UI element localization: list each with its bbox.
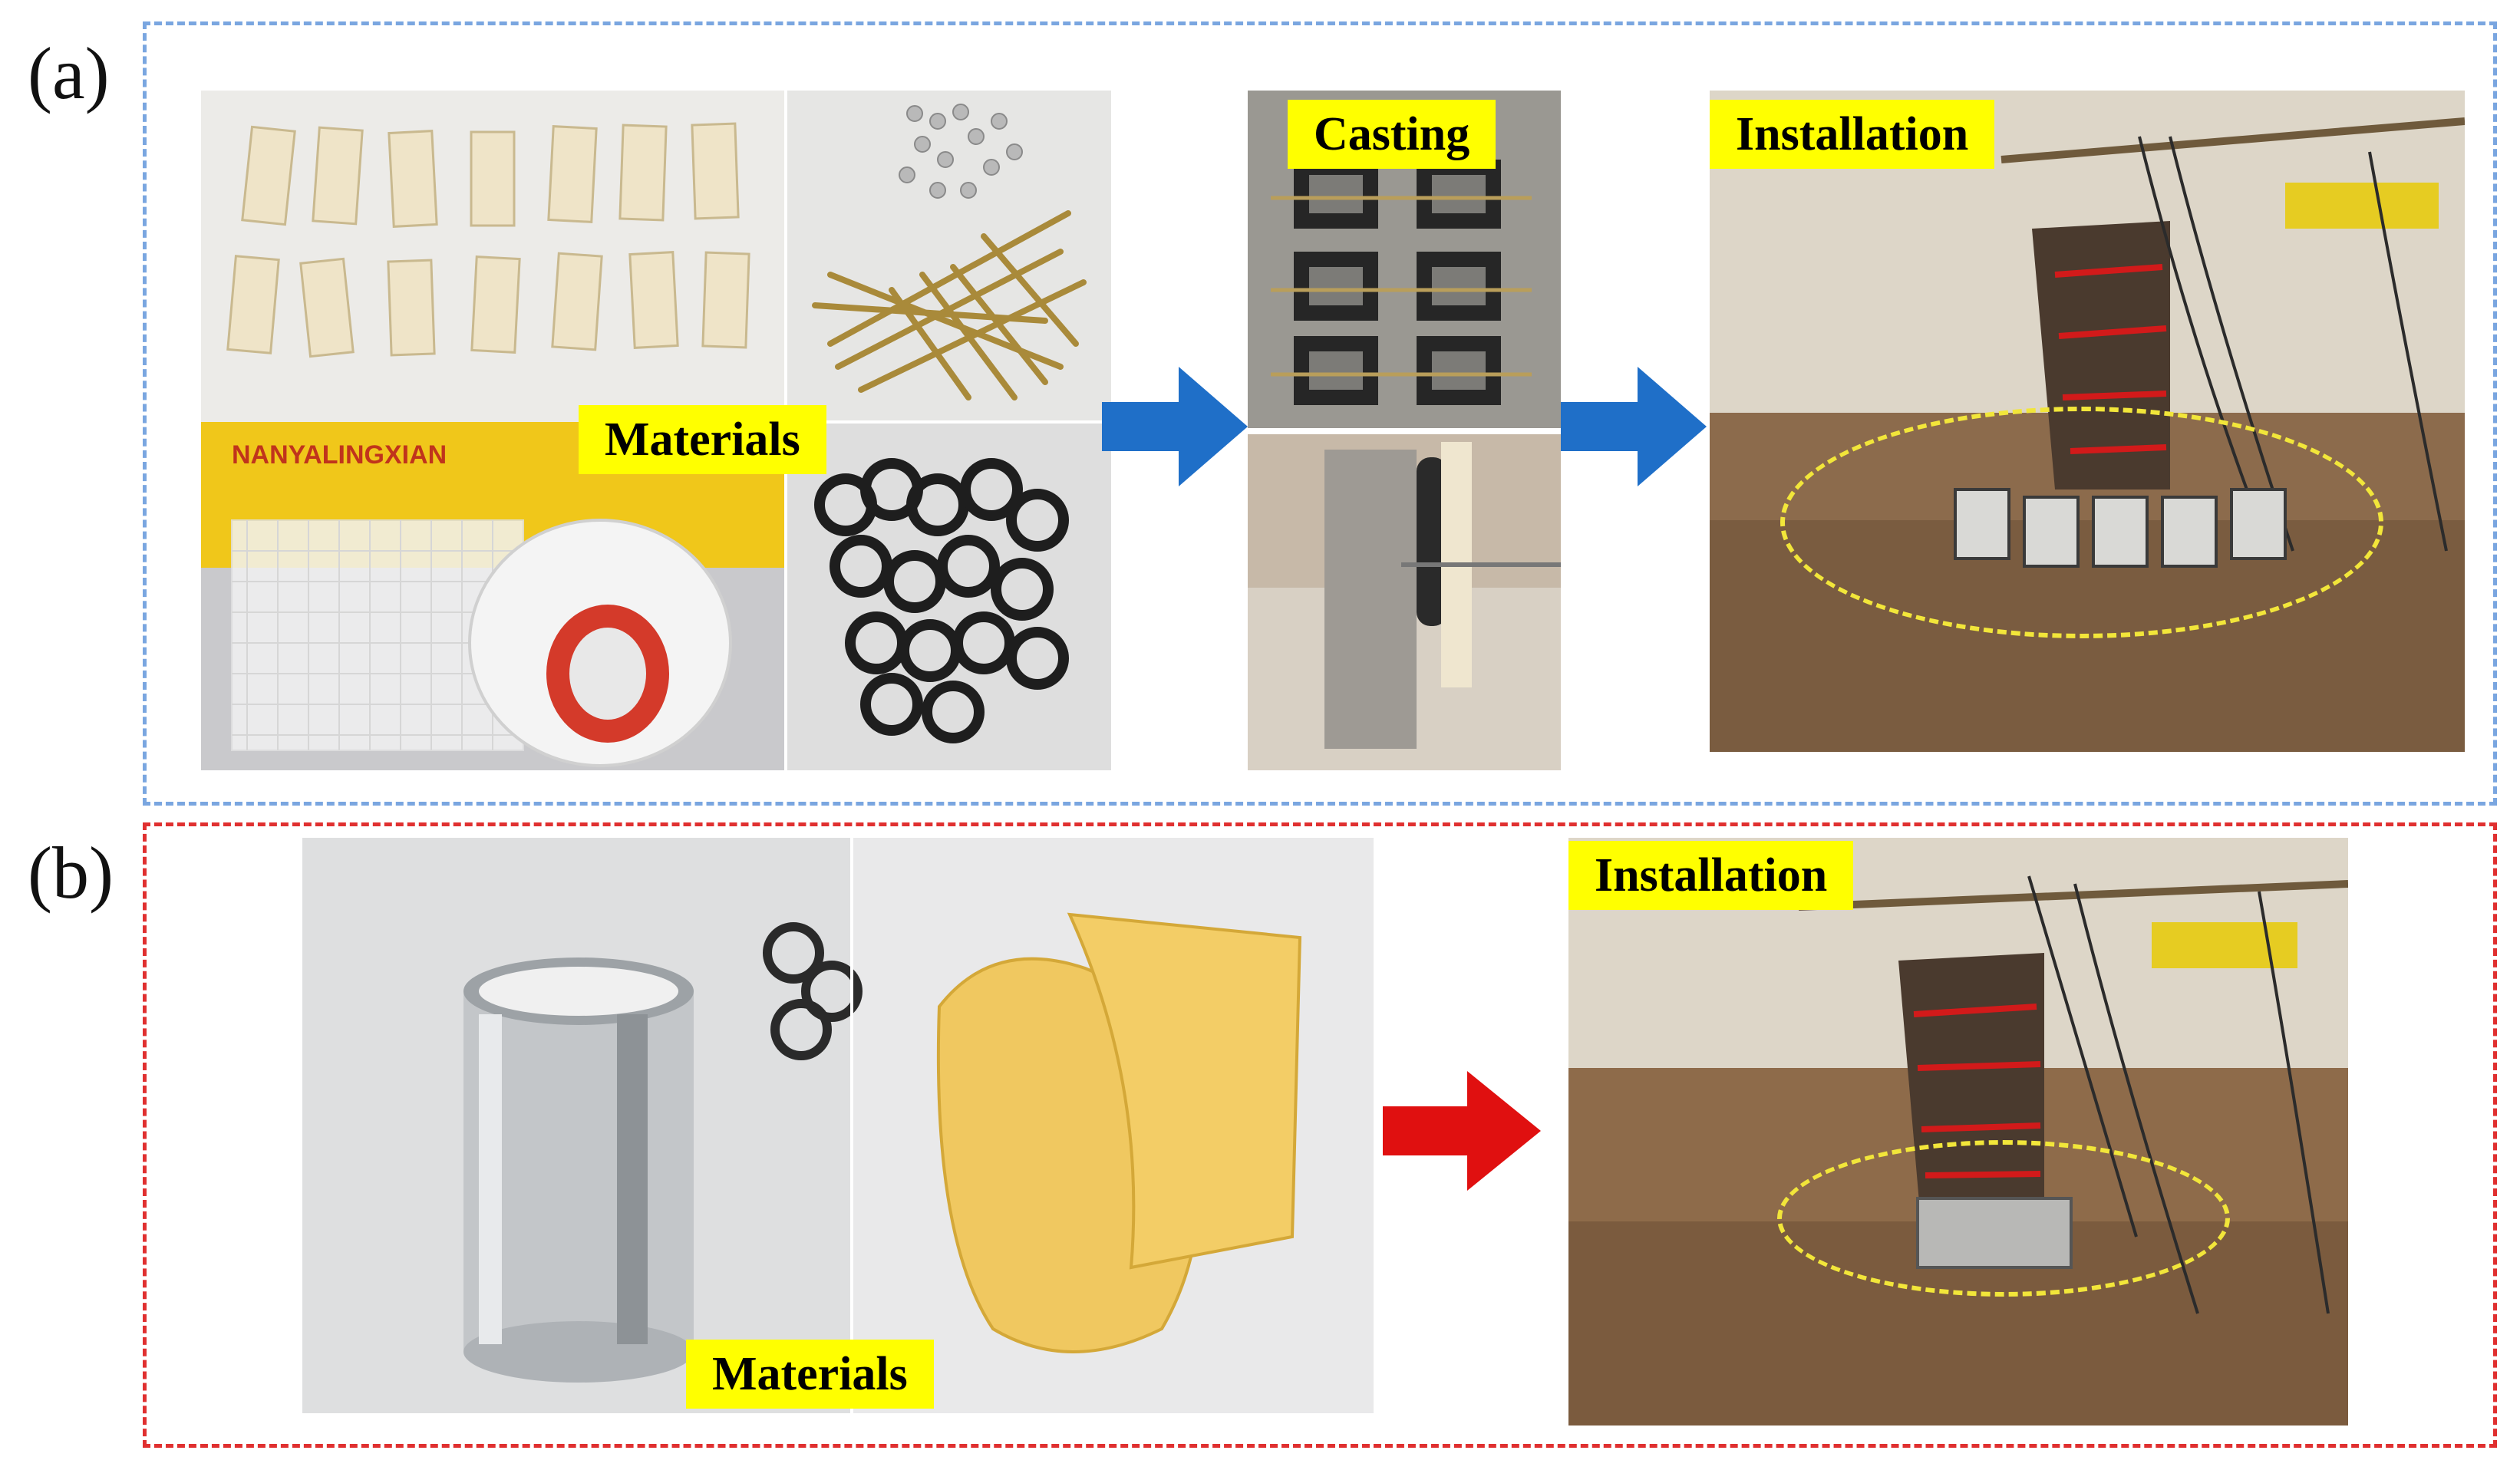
materials-collage-graphic: NANYALINGXIAN: [201, 91, 1111, 770]
panel-a-frame: [143, 21, 2497, 806]
panel-a-label: (a): [28, 32, 110, 114]
panel-b-highlight-ellipse: [1777, 1140, 2230, 1297]
tape-roll-print: NANYALINGXIAN: [232, 440, 447, 470]
panel-b-frame: [143, 822, 2497, 1448]
panel-a-materials-tag: Materials: [579, 405, 826, 474]
panel-a-installation-photo: [1710, 91, 2465, 752]
panel-a-arrow-1: [1102, 367, 1248, 486]
panel-b-installation-photo: [1568, 838, 2348, 1426]
panel-a-arrow-2: [1561, 367, 1707, 486]
panel-b-label: (b): [28, 832, 114, 914]
materials-b-graphic: [302, 838, 1374, 1413]
panel-a-materials-photo: NANYALINGXIAN: [201, 91, 1111, 770]
panel-a-casting-specimen-photo: [1248, 434, 1561, 770]
panel-b-installation-tag: Installation: [1568, 841, 1854, 910]
panel-a-installation-tag: Installation: [1710, 100, 1995, 169]
installation-b-graphic: [1568, 838, 2348, 1426]
panel-a-highlight-ellipse: [1780, 407, 2383, 638]
panel-a-casting-tag: Casting: [1288, 100, 1496, 169]
panel-b-materials-tag: Materials: [686, 1340, 934, 1409]
casting-specimen-graphic: [1248, 434, 1561, 770]
panel-b-materials-photo: [302, 838, 1374, 1413]
panel-b-arrow: [1383, 1071, 1541, 1191]
